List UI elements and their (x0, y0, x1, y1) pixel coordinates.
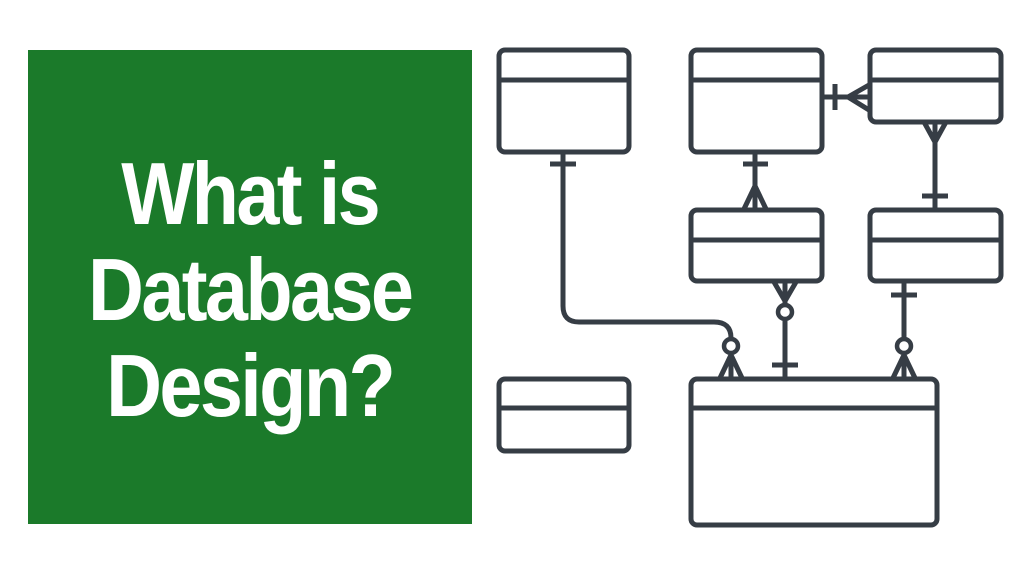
title-panel: What is Database Design? (28, 50, 472, 524)
entity-box-5 (867, 207, 1004, 284)
entity-box-1 (496, 47, 632, 155)
entity-box-7 (688, 376, 940, 528)
entity-box-2 (688, 47, 825, 155)
crows-foot-icon (890, 353, 907, 380)
crows-foot-icon (921, 120, 938, 144)
crows-foot-icon (771, 280, 788, 303)
crows-foot-icon (741, 184, 758, 211)
title-line-3: Design? (106, 336, 396, 435)
relationship-entity2-entity3 (823, 82, 871, 113)
zero-circle-icon (894, 336, 914, 356)
zero-circle-icon (721, 336, 741, 356)
relationship-entity1-entity7 (550, 153, 745, 380)
relationship-entity5-entity7 (890, 282, 918, 380)
zero-circle-icon (775, 302, 795, 322)
title-line-2: Database (88, 240, 414, 339)
entity-box-4 (688, 207, 825, 284)
crows-foot-icon (717, 353, 734, 380)
relationship-entity2-entity4 (741, 153, 769, 211)
entity-box-6 (496, 376, 632, 454)
entity-box-3 (867, 47, 1004, 125)
relationship-entity3-entity5 (921, 120, 949, 209)
title-line-1: What is (121, 144, 382, 243)
title-heading: What is Database Design? (88, 144, 414, 435)
relationship-entity4-entity7 (771, 280, 799, 378)
crows-foot-icon (846, 82, 871, 100)
